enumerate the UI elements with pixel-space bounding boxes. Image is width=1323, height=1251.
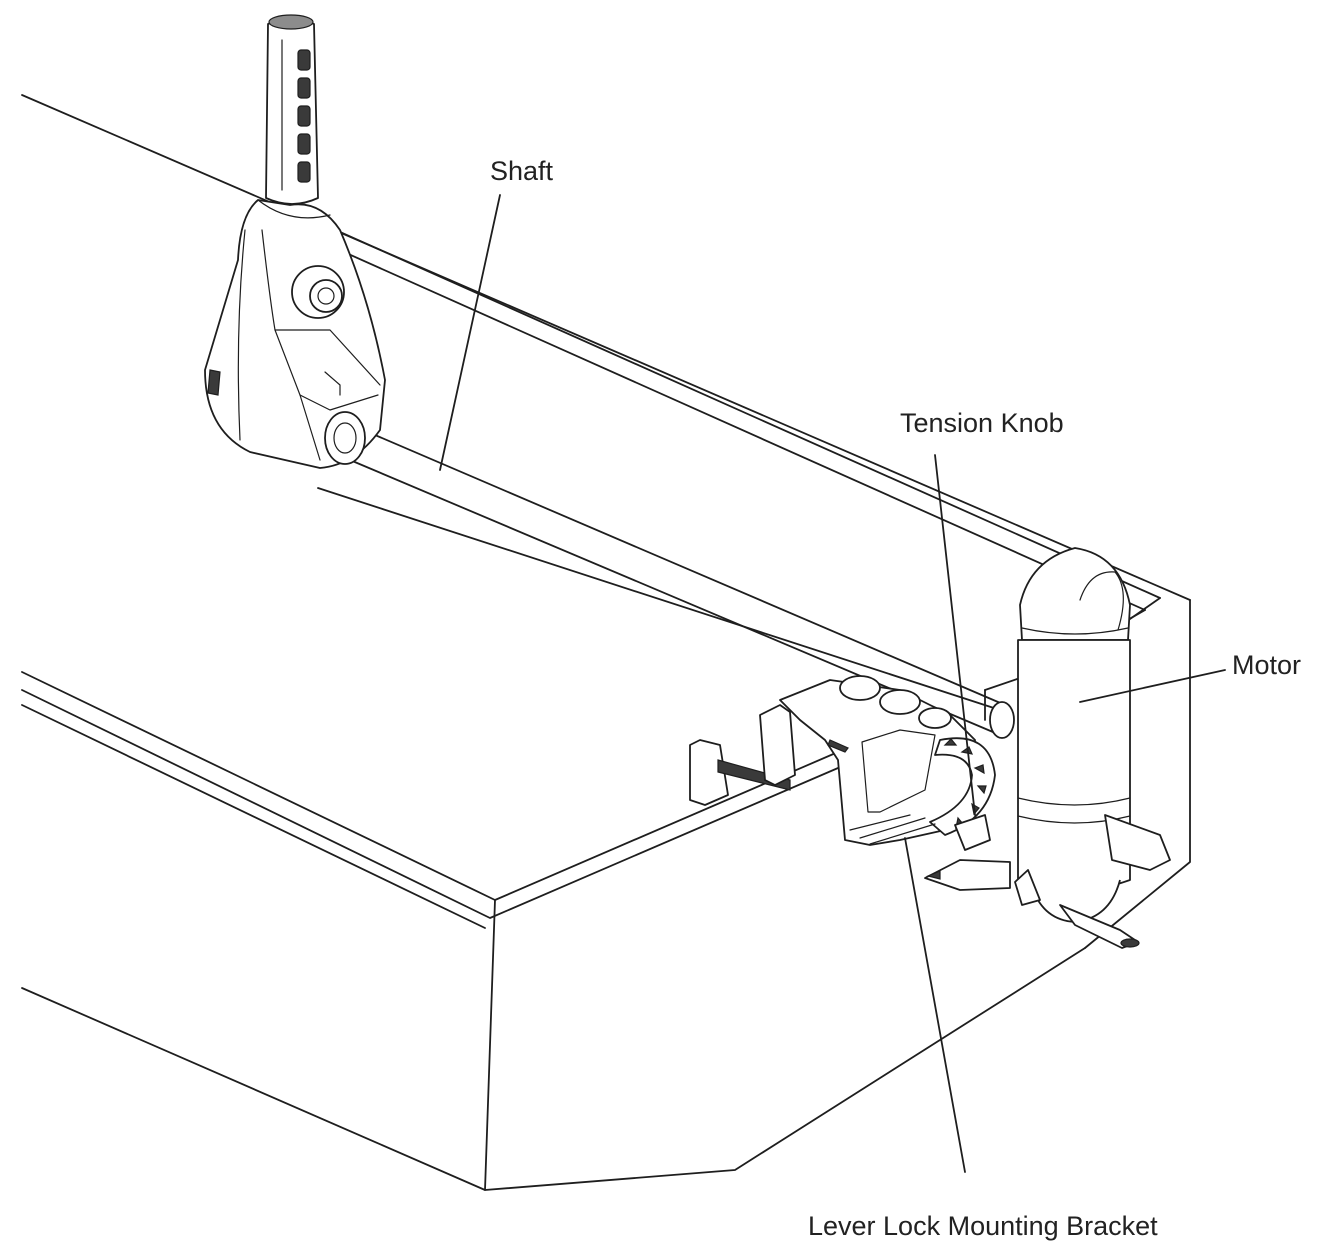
bracket-lever-tip [926, 870, 941, 880]
control-head [204, 14, 386, 469]
motor-label: Motor [1232, 650, 1302, 680]
lever-lock-mounting-bracket [689, 675, 1011, 891]
motor-nose-seam [1021, 627, 1129, 635]
far-gunwale-inner-edge-2 [334, 247, 1146, 611]
pivot-bolt [309, 279, 343, 313]
grip-button-3 [297, 105, 311, 127]
bracket-boss-2 [879, 689, 921, 715]
prop-blade-back [1014, 869, 1041, 906]
motor-nose-cone-highlight [1079, 571, 1124, 631]
grip-button-4 [297, 133, 311, 155]
housing-slot [324, 371, 341, 396]
leader-lines [439, 194, 1226, 1173]
far-gunwale-outer-edge [21, 94, 1191, 601]
bracket-boss-1 [839, 675, 881, 701]
shaft-top-edge [339, 419, 1006, 706]
bracket-boss-3 [918, 707, 952, 729]
near-gunwale-top-edge [21, 689, 846, 919]
bracket-hatching [849, 814, 936, 845]
interior-far-line [317, 487, 1001, 711]
pivot-bolt-center [317, 287, 335, 305]
prop-blade-top [1104, 814, 1171, 871]
shaft-label: Shaft [490, 156, 554, 186]
bracket-rear-clamp [689, 739, 729, 806]
bracket-jaw [827, 739, 849, 753]
housing-side-seam [237, 229, 246, 441]
motor-body-band [1017, 797, 1131, 806]
tension-knob-label: Tension Knob [900, 408, 1064, 438]
grip-button-2 [297, 77, 311, 99]
lever-lock-mounting-bracket-label: Lever Lock Mounting Bracket [808, 1211, 1158, 1241]
bracket-leader-line [904, 837, 966, 1173]
housing-shaft-collar [324, 411, 366, 465]
motor-body-band-2 [1017, 815, 1131, 824]
hull-bottom-edge [21, 947, 1086, 1191]
stern-inner-wall-edge [984, 677, 1021, 691]
motor-leader-line [1079, 669, 1226, 703]
motor [1014, 547, 1171, 949]
grip-button-1 [297, 49, 311, 71]
far-gunwale-inner-edge [339, 231, 1161, 599]
prop-blade-tip [1120, 938, 1140, 948]
tension-knob-leader-line [934, 454, 976, 816]
shaft-leader-line [439, 194, 501, 471]
bracket-lever [954, 814, 991, 851]
tiller-grip-end-cap [268, 14, 314, 30]
shaft-end-collar [989, 701, 1015, 739]
motor-nose-cone [1019, 547, 1131, 641]
stern-right-edge [1084, 599, 1191, 949]
housing-shaft-collar-inner [333, 422, 357, 454]
bracket-gear-ring [929, 737, 996, 836]
grip-button-5 [297, 161, 311, 183]
near-gunwale-inner-edge [21, 704, 486, 929]
bracket-window [861, 729, 936, 813]
bracket-lever-handle [924, 859, 1011, 891]
boat-hull [21, 94, 1191, 1191]
housing-top-seam [257, 199, 331, 219]
bracket-rear-arm [759, 704, 796, 786]
housing-side-vent [207, 369, 221, 396]
housing-lower-seam [274, 329, 379, 411]
bracket-gear-teeth [943, 738, 987, 830]
housing-front-edge [299, 394, 321, 461]
hull-front-vertical [484, 899, 496, 1191]
